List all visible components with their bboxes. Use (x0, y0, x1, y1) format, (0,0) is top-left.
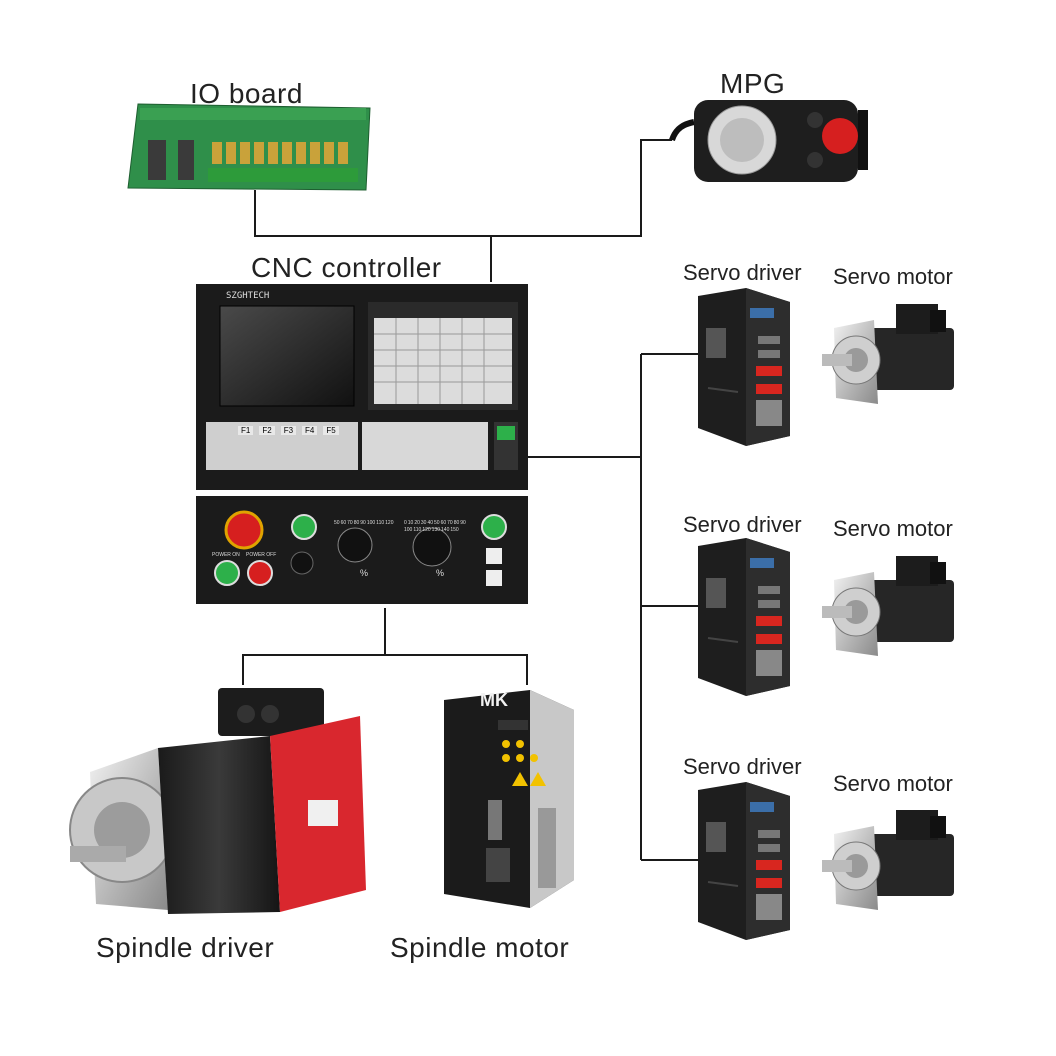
feed-dial-tick: 60 (340, 520, 347, 526)
feed-dial-tick: 50 (334, 520, 340, 526)
servo-driver-image-1 (697, 287, 791, 447)
spindle-dial-tick: 40 (427, 520, 434, 526)
wire-io-board (254, 139, 672, 237)
power-off-text: POWER OFF (246, 552, 277, 558)
io-board-image (127, 103, 371, 191)
spindle-drive-brand-text: MK (480, 690, 508, 710)
servo-motor-label-3: Servo motor (833, 771, 953, 796)
spindle-dial-scale: 0 10 20 30 40 50 60 70 80 90 100 110 120… (404, 520, 468, 533)
spindle-motor-label: Spindle motor (390, 932, 570, 963)
feed-dial-tick: 80 (353, 520, 360, 526)
controller-brand-text: SZGHTECH (226, 291, 270, 301)
spindle-dial-tick: 100 (404, 527, 413, 533)
mpg-label: MPG (720, 68, 786, 99)
servo-motor-image-3 (821, 809, 955, 911)
spindle-dial-tick: 10 (407, 520, 414, 526)
power-on-text: POWER ON (212, 552, 240, 558)
feed-dial-tick: 100 (366, 520, 376, 526)
function-key-row: F1 F2 F3 F4 F5 (238, 426, 339, 435)
servo-motor-label-1: Servo motor (833, 264, 953, 289)
spindle-driver-label: Spindle driver (96, 932, 275, 963)
spindle-dial-tick: 140 (441, 527, 450, 533)
servo-driver-label-2: Servo driver (683, 512, 802, 537)
servo-driver-label-1: Servo driver (683, 260, 802, 285)
feed-dial-tick: 70 (347, 520, 353, 526)
servo-driver-image-3 (697, 781, 791, 941)
feed-dial-scale: 50 60 70 80 90 100 110 120 (334, 520, 396, 526)
spindle-override-symbol: % (436, 568, 445, 578)
spindle-dial-tick: 20 (414, 520, 420, 526)
mpg-image (669, 100, 868, 182)
spindle-drive-image (444, 690, 574, 908)
servo-motor-label-2: Servo motor (833, 516, 953, 541)
servo-motor-image-2 (821, 555, 955, 657)
wire-spindle (242, 654, 528, 685)
spindle-dial-tick: 110 (413, 527, 422, 533)
cnc-operator-panel-image (196, 496, 528, 604)
spindle-dial-tick: 60 (440, 520, 447, 526)
spindle-dial-tick: 90 (460, 520, 466, 526)
io-board-label: IO board (190, 78, 303, 109)
f4-key[interactable]: F4 (302, 426, 318, 435)
spindle-motor-image (69, 688, 366, 914)
spindle-dial-tick: 50 (434, 520, 440, 526)
feed-dial-tick: 90 (360, 520, 366, 526)
f2-key[interactable]: F2 (259, 426, 275, 435)
spindle-dial-tick: 120 (422, 527, 431, 533)
cnc-controller-label: CNC controller (251, 252, 442, 283)
spindle-dial-tick: 0 (404, 520, 407, 526)
f5-key[interactable]: F5 (323, 426, 339, 435)
servo-driver-label-3: Servo driver (683, 754, 802, 779)
feed-override-symbol: % (360, 568, 369, 578)
spindle-dial-tick: 70 (447, 520, 453, 526)
spindle-dial-tick: 30 (420, 520, 427, 526)
spindle-dial-tick: 150 (450, 527, 459, 533)
cnc-controller-image (196, 284, 528, 490)
f3-key[interactable]: F3 (280, 426, 297, 435)
spindle-dial-tick: 80 (453, 520, 460, 526)
feed-dial-tick: 120 (385, 520, 394, 526)
feed-dial-tick: 110 (376, 520, 385, 526)
spindle-dial-tick: 130 (431, 527, 441, 533)
servo-motor-image-1 (821, 303, 955, 405)
f1-key[interactable]: F1 (238, 426, 254, 435)
servo-driver-image-2 (697, 537, 791, 697)
